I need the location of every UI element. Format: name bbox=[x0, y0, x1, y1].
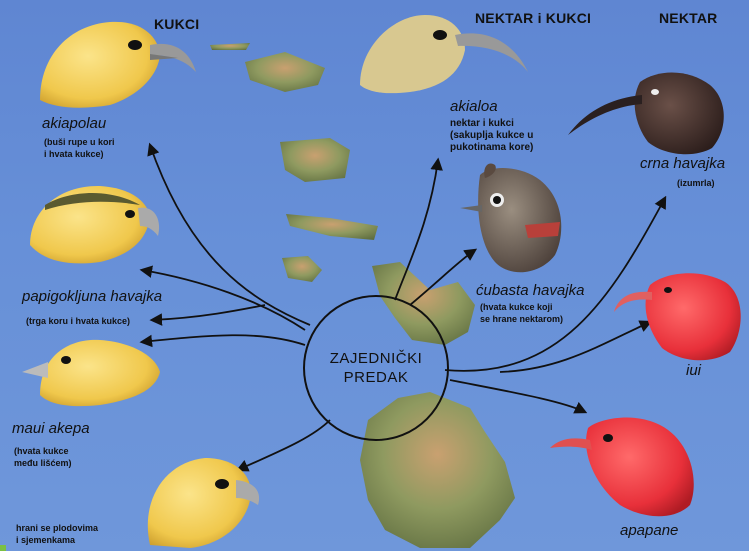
papigokljuna-name: papigokljuna havajka bbox=[22, 288, 162, 305]
akiapolau-name: akiapolau bbox=[42, 115, 106, 132]
header-insects: KUKCI bbox=[154, 16, 199, 32]
island-maui bbox=[372, 262, 475, 345]
branch-maui-akepa bbox=[142, 335, 305, 345]
header-nectar: NEKTAR bbox=[659, 10, 718, 26]
akialoa-bird-icon bbox=[360, 15, 528, 93]
apapane-name: apapane bbox=[620, 522, 678, 539]
branch-side-tick bbox=[152, 305, 265, 320]
crna-havajka-note: (izumrla) bbox=[677, 177, 715, 189]
branch-seed-eater bbox=[238, 420, 330, 470]
branch-papigokljuna bbox=[142, 270, 305, 330]
island-oahu bbox=[245, 52, 325, 92]
akiapolau-bird-icon bbox=[40, 22, 196, 108]
seed-eater-note: hrani se plodovima i sjemenkama bbox=[16, 522, 98, 546]
cubasta-bird-icon bbox=[460, 163, 561, 272]
seed-eater-bird-icon bbox=[148, 458, 259, 548]
crna-havajka-bird-icon bbox=[568, 73, 724, 155]
maui-akepa-note: (hvata kukce među lišćem) bbox=[14, 445, 72, 469]
cubasta-name: ćubasta havajka bbox=[476, 282, 584, 299]
iiwi-bird-icon bbox=[614, 273, 741, 360]
iiwi-name: iui bbox=[686, 362, 701, 379]
corner-mark bbox=[0, 545, 6, 551]
header-nectar-insects: NEKTAR i KUKCI bbox=[475, 10, 591, 26]
akiapolau-note: (buši rupe u kori i hvata kukce) bbox=[44, 136, 115, 160]
branch-akiapolau bbox=[150, 145, 310, 325]
island-kauai bbox=[210, 43, 250, 50]
island-kahoolawe bbox=[282, 256, 322, 282]
common-ancestor-label: ZAJEDNIČKI PREDAK bbox=[323, 349, 429, 387]
branch-apapane bbox=[450, 380, 585, 412]
papigokljuna-bird-icon bbox=[30, 186, 159, 263]
papigokljuna-note: (trga koru i hvata kukce) bbox=[26, 315, 130, 327]
crna-havajka-name: crna havajka bbox=[640, 155, 725, 172]
island-molokai bbox=[280, 138, 350, 182]
cubasta-note: (hvata kukce koji se hrane nektarom) bbox=[480, 301, 563, 325]
maui-akepa-bird-icon bbox=[22, 340, 160, 406]
akialoa-name: akialoa bbox=[450, 98, 498, 115]
maui-akepa-name: maui akepa bbox=[12, 420, 90, 437]
apapane-bird-icon bbox=[550, 418, 694, 517]
island-lanai bbox=[286, 214, 378, 240]
akialoa-note: nektar i kukci (sakuplja kukce u pukotin… bbox=[450, 118, 533, 154]
island-hawaii bbox=[360, 392, 515, 548]
